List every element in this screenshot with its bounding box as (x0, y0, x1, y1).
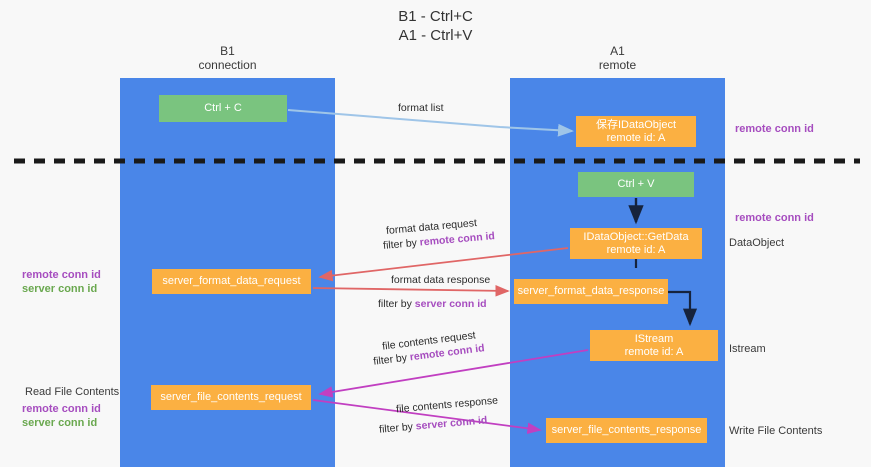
filter-prefix: filter by (378, 420, 417, 436)
annotation-read-file-contents: Read File Contents (25, 386, 120, 398)
filter-key-server-conn-id: server conn id (414, 298, 487, 310)
box-ctrl-v[interactable]: Ctrl + V (578, 172, 694, 197)
box-server-file-contents-response-label: server_file_contents_response (551, 424, 702, 436)
box-save-idataobject[interactable]: 保存IDataObject remote id: A (576, 116, 696, 147)
box-server-format-data-response[interactable]: server_format_data_response (514, 279, 668, 304)
annotation-left-conn-ids-mid: remote conn id server conn id (22, 268, 101, 296)
arrow-label-file-contents-response: file contents response (395, 394, 499, 416)
box-istream-sub: remote id: A (624, 345, 684, 358)
box-server-file-contents-request-label: server_file_contents_request (160, 391, 302, 403)
box-server-file-contents-request[interactable]: server_file_contents_request (151, 385, 311, 410)
annotation-left-conn-ids-bottom: remote conn id server conn id (22, 402, 101, 430)
annotation-left-server-conn-id-mid: server conn id (22, 283, 98, 295)
box-server-format-data-request-label: server_format_data_request (162, 275, 301, 287)
box-save-idataobject-label: 保存IDataObject (595, 118, 677, 131)
box-idataobject-getdata-sub: remote id: A (606, 243, 666, 256)
lane-header-b1: B1 connection (120, 44, 335, 72)
annotation-istream: Istream (729, 343, 766, 355)
annotation-left-server-conn-id-bottom: server conn id (22, 417, 98, 429)
filter-prefix: filter by (372, 351, 411, 368)
box-idataobject-getdata-label: IDataObject::GetData (583, 230, 689, 243)
box-ctrl-c[interactable]: Ctrl + C (159, 95, 287, 122)
lane-header-a1-role: remote (598, 58, 637, 72)
arrow-label-file-contents-response-filter: filter by server conn id (379, 414, 488, 436)
box-server-file-contents-response[interactable]: server_file_contents_response (546, 418, 707, 443)
box-server-format-data-request[interactable]: server_format_data_request (152, 269, 311, 294)
annotation-remote-conn-id-mid: remote conn id (735, 212, 814, 224)
box-istream-label: IStream (634, 332, 674, 345)
annotation-left-remote-conn-id-bottom: remote conn id (22, 403, 101, 415)
box-ctrl-v-label: Ctrl + V (617, 178, 655, 190)
box-idataobject-getdata[interactable]: IDataObject::GetData remote id: A (570, 228, 702, 259)
arrow-label-format-data-response: format data response (391, 274, 491, 286)
arrow-label-format-data-response-filter: filter by server conn id (378, 298, 487, 311)
title-line-2: A1 - Ctrl+V (398, 27, 473, 44)
lane-header-b1-name: B1 (220, 44, 235, 58)
arrow-label-format-list: format list (398, 102, 444, 114)
annotation-write-file-contents: Write File Contents (729, 425, 823, 437)
annotation-dataobject: DataObject (729, 237, 785, 249)
annotation-left-remote-conn-id-mid: remote conn id (22, 269, 101, 281)
page-title: B1 - Ctrl+C A1 - Ctrl+V (0, 7, 871, 45)
filter-prefix: filter by (378, 298, 415, 310)
box-save-idataobject-sub: remote id: A (606, 131, 666, 144)
box-istream[interactable]: IStream remote id: A (590, 330, 718, 361)
lane-header-a1: A1 remote (510, 44, 725, 72)
box-ctrl-c-label: Ctrl + C (204, 102, 242, 114)
lane-header-a1-name: A1 (610, 44, 625, 58)
title-line-1: B1 - Ctrl+C (398, 8, 473, 25)
annotation-remote-conn-id-top: remote conn id (735, 123, 814, 135)
box-server-format-data-response-label: server_format_data_response (517, 285, 665, 297)
lane-header-b1-role: connection (198, 58, 257, 72)
filter-prefix: filter by (382, 236, 421, 252)
filter-key-server-conn-id: server conn id (415, 414, 488, 433)
